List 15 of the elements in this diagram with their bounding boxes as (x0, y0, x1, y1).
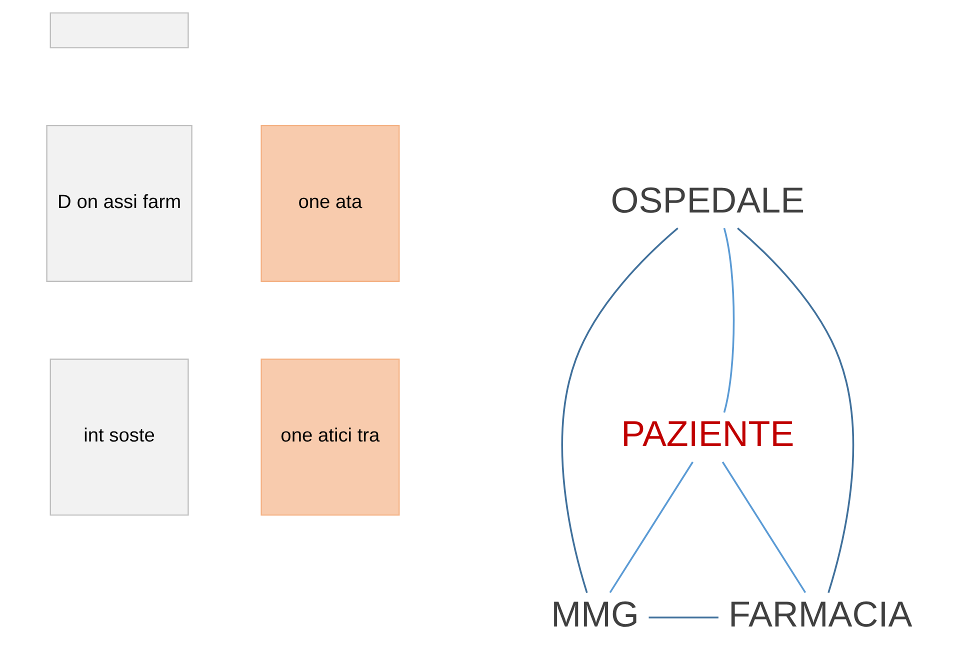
connector (648, 616, 718, 618)
connector (721, 462, 806, 594)
connector (560, 228, 678, 593)
node-text: PAZIENTE (620, 413, 794, 454)
node-box (49, 12, 188, 48)
node-box: int soste (49, 358, 188, 516)
node-box: D on assi farm (46, 124, 192, 282)
node-text: MMG (550, 593, 638, 634)
connector (608, 462, 693, 594)
node-box: one ata (260, 124, 400, 282)
connector (736, 228, 854, 593)
connector (722, 228, 734, 413)
node-text: FARMACIA (728, 593, 912, 634)
node-box: one atici tra (260, 358, 400, 516)
node-text: OSPEDALE (610, 179, 804, 220)
